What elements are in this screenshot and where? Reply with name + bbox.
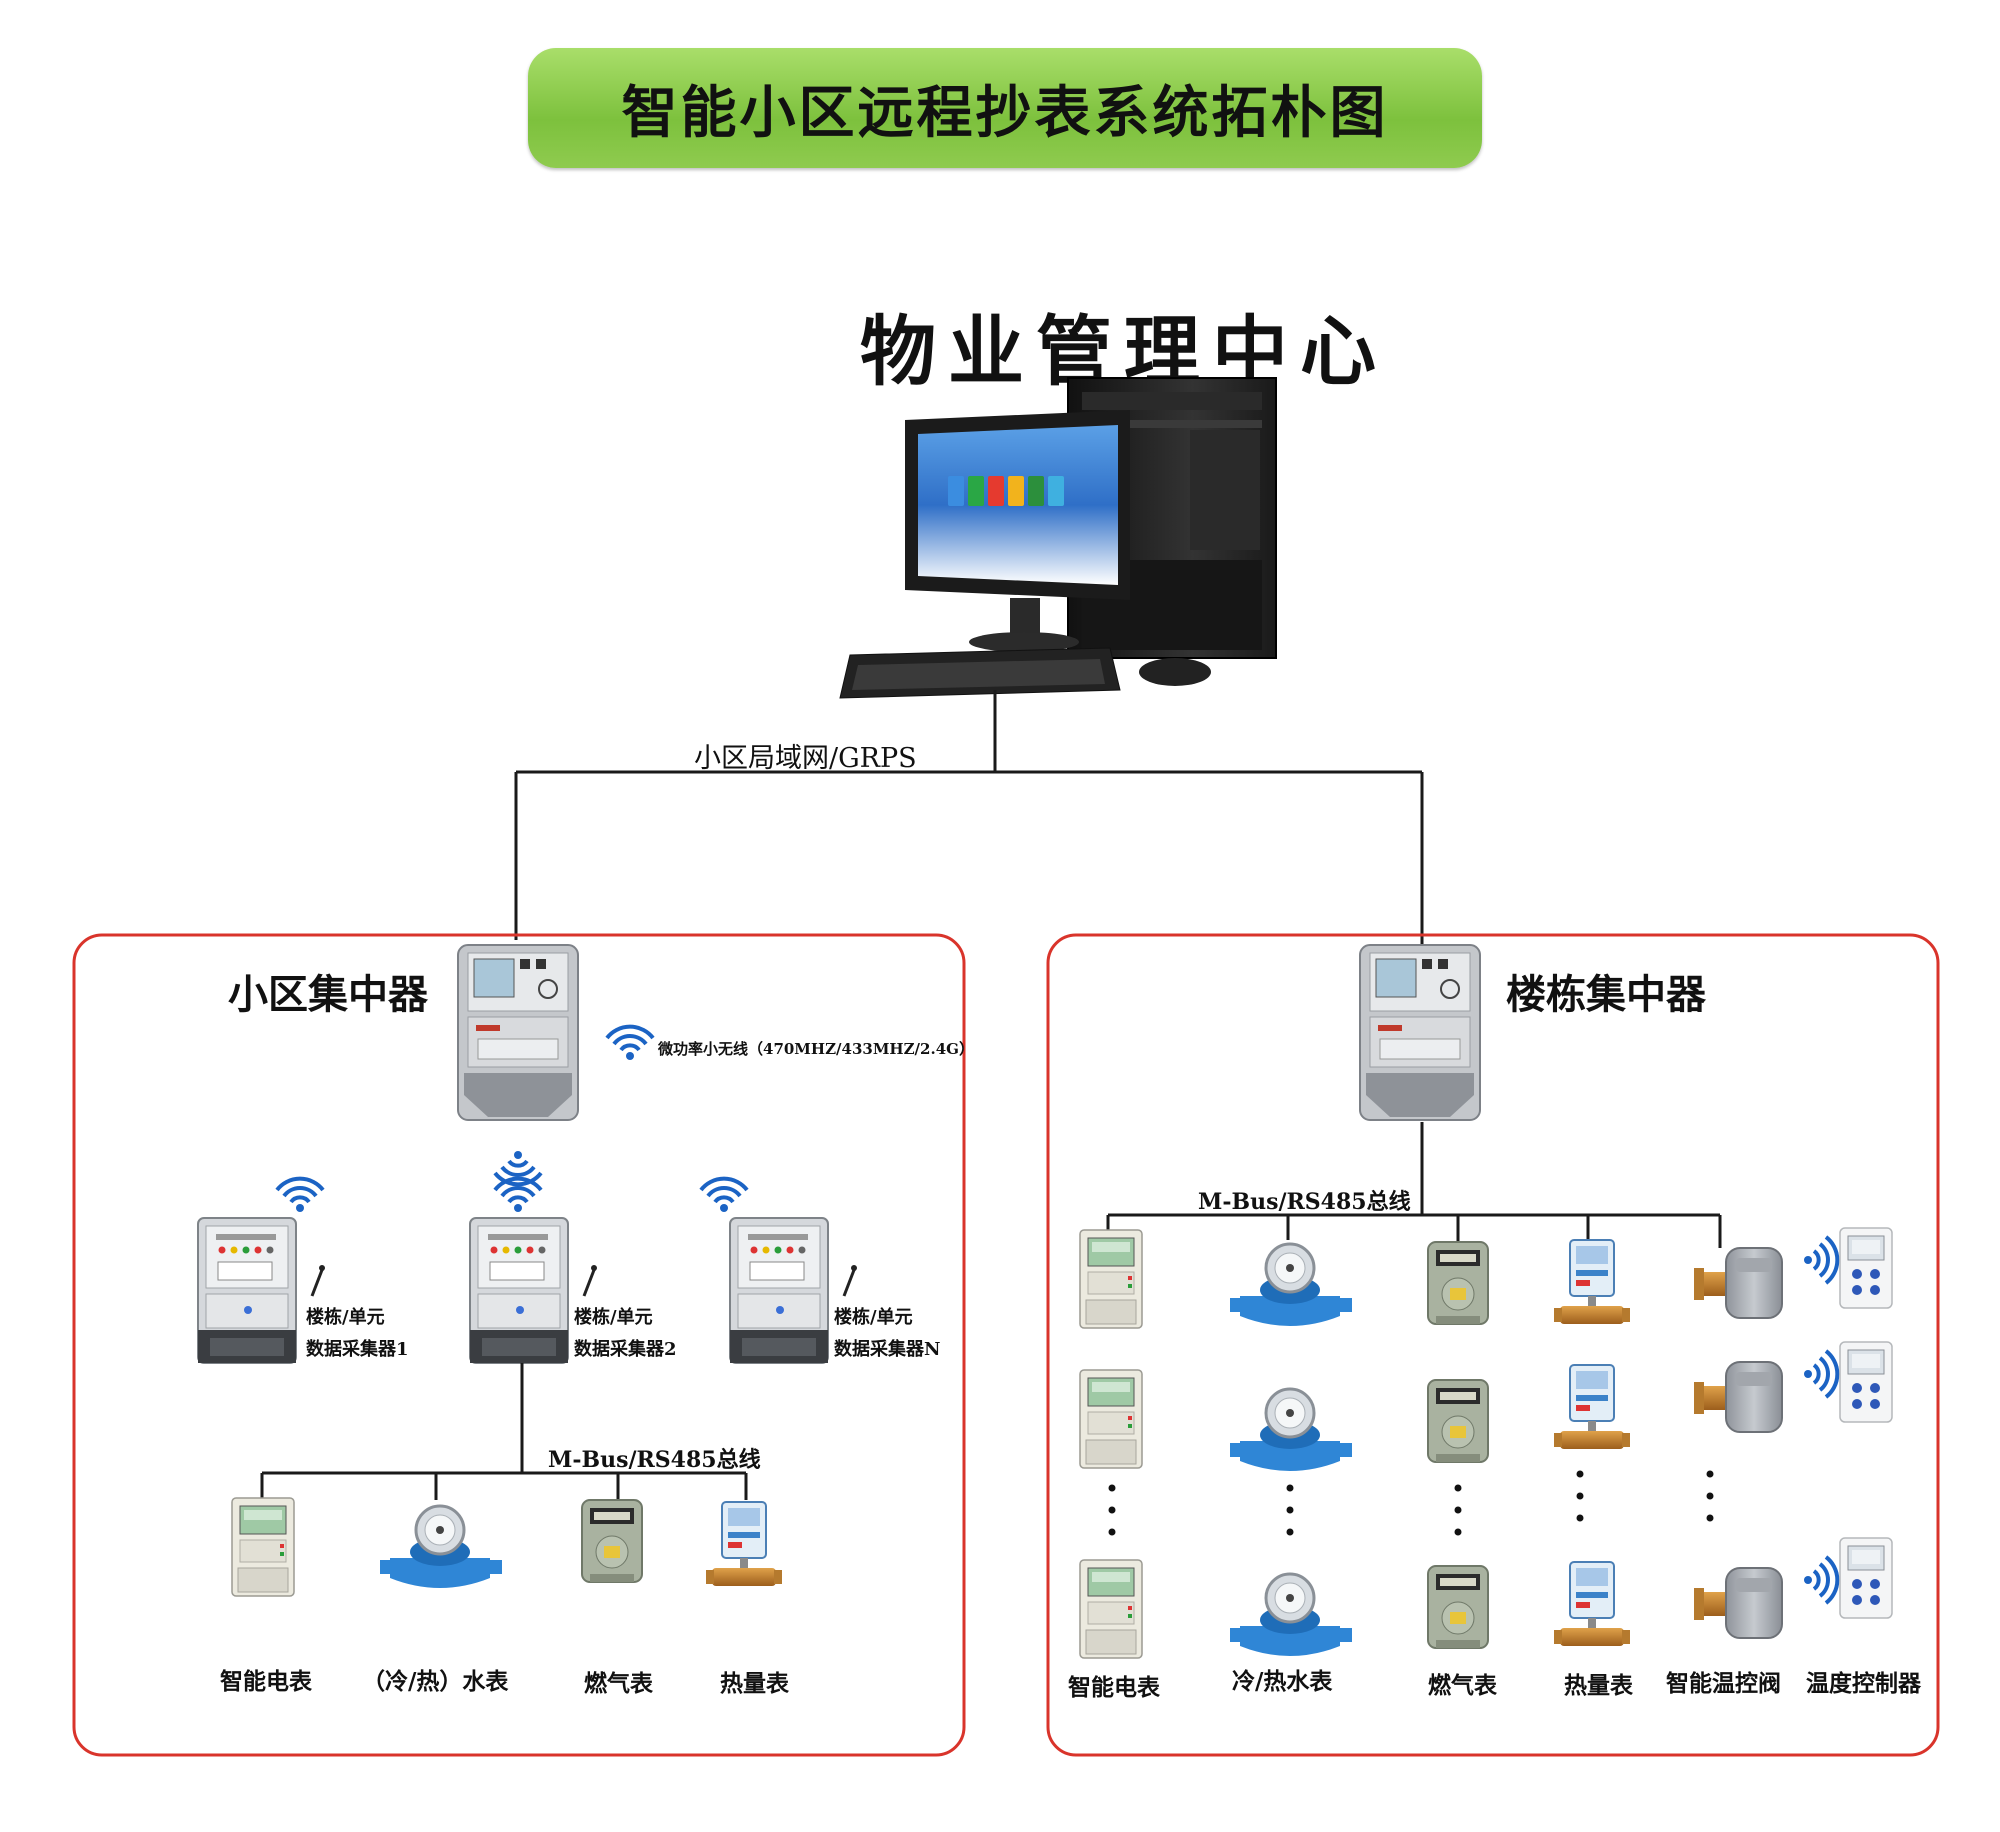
collector-2-label: 楼栋/单元 数据采集器2 <box>574 1302 677 1366</box>
thermostat-icon <box>1839 1537 1893 1619</box>
device-label: 燃气表 <box>584 1670 653 1697</box>
smart-electric-meter-icon <box>231 1497 295 1597</box>
device-label: 智能温控阀 <box>1666 1670 1781 1697</box>
wifi-icon <box>699 1176 749 1214</box>
wifi-icon <box>1802 1235 1840 1285</box>
heat-meter-icon <box>705 1501 783 1587</box>
thermostat-icon <box>1839 1227 1893 1309</box>
ellipsis-dots <box>1108 1470 1714 1536</box>
collector-label-line2: 数据采集器2 <box>574 1339 677 1360</box>
left-bus-label: M-Bus/RS485总线 <box>548 1447 761 1473</box>
device-label: 冷/热水表 <box>1232 1668 1333 1695</box>
smart-valve-icon <box>1693 1361 1783 1433</box>
gas-meter-icon <box>1427 1379 1489 1463</box>
water-meter-icon <box>378 1504 504 1590</box>
smart-valve-icon <box>1693 1567 1783 1639</box>
network-lines <box>514 690 1424 945</box>
water-meter-icon <box>1228 1387 1354 1473</box>
building-concentrator-label: 楼栋集中器 <box>1506 972 1706 1018</box>
diagram-title: 智能小区远程抄表系统拓朴图 <box>621 80 1389 146</box>
right-bus-label: M-Bus/RS485总线 <box>1198 1189 1411 1215</box>
heat-meter-icon <box>1553 1561 1631 1647</box>
building-concentrator-icon <box>1359 944 1481 1121</box>
heat-meter-icon <box>1553 1364 1631 1450</box>
device-label: 智能电表 <box>220 1668 312 1695</box>
left-panel <box>72 933 966 1757</box>
heat-meter-icon <box>1553 1239 1631 1325</box>
community-concentrator-label: 小区集中器 <box>228 972 428 1018</box>
antenna-icon <box>582 1263 599 1298</box>
water-meter-icon <box>1228 1242 1354 1328</box>
left-bus-lines <box>260 1363 748 1500</box>
right-panel <box>1046 933 1940 1757</box>
smart-electric-meter-icon <box>1079 1369 1143 1469</box>
water-meter-icon <box>1228 1572 1354 1658</box>
wireless-label: 微功率小无线（470MHZ/433MHZ/2.4G） <box>658 1040 974 1058</box>
device-label: 智能电表 <box>1068 1674 1160 1701</box>
collector-1-label: 楼栋/单元 数据采集器1 <box>306 1302 409 1366</box>
gas-meter-icon <box>1427 1241 1489 1325</box>
collector-label-line1: 楼栋/单元 <box>834 1307 913 1328</box>
device-label: 热量表 <box>1564 1672 1633 1699</box>
device-label: （冷/热）水表 <box>362 1668 509 1695</box>
collector-n-label: 楼栋/单元 数据采集器N <box>834 1302 940 1366</box>
collector-label-line2: 数据采集器N <box>834 1339 941 1360</box>
gas-meter-icon <box>1427 1565 1489 1649</box>
wifi-icon <box>1802 1349 1840 1399</box>
network-label: 小区局域网/GRPS <box>694 743 917 774</box>
collector-label-line1: 楼栋/单元 <box>306 1307 385 1328</box>
community-concentrator-icon <box>457 944 579 1121</box>
data-collector-icon <box>197 1217 297 1364</box>
wifi-icon <box>275 1176 325 1214</box>
collector-label-line2: 数据采集器1 <box>306 1339 409 1360</box>
collector-label-line1: 楼栋/单元 <box>574 1307 653 1328</box>
device-label: 温度控制器 <box>1806 1670 1921 1697</box>
wifi-icon <box>1802 1555 1840 1605</box>
data-collector-icon <box>469 1217 569 1364</box>
antenna-icon <box>842 1263 859 1298</box>
smart-valve-icon <box>1693 1247 1783 1319</box>
computer-icon <box>839 377 1277 699</box>
antenna-icon <box>310 1263 327 1298</box>
device-label: 燃气表 <box>1428 1672 1497 1699</box>
right-bus-lines <box>1106 1122 1722 1248</box>
thermostat-icon <box>1839 1341 1893 1423</box>
wifi-icon <box>605 1024 655 1062</box>
data-collector-icon <box>729 1217 829 1364</box>
smart-electric-meter-icon <box>1079 1229 1143 1329</box>
title-banner: 智能小区远程抄表系统拓朴图 <box>528 48 1482 168</box>
smart-electric-meter-icon <box>1079 1559 1143 1659</box>
gas-meter-icon <box>581 1499 643 1583</box>
device-label: 热量表 <box>720 1670 789 1697</box>
